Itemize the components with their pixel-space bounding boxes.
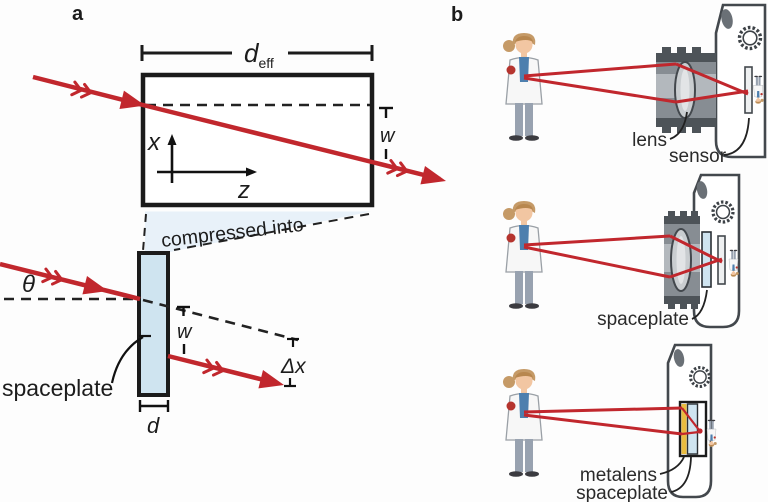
panel-b: b: [451, 3, 767, 502]
axis-x-label: x: [147, 129, 161, 156]
metalens-pointer: [659, 456, 685, 475]
spaceplate-b-label: spaceplate: [597, 309, 689, 330]
spaceplate-c-label: spaceplate: [576, 483, 668, 502]
panel-a-letter: a: [72, 3, 84, 25]
lens-barrel: [664, 211, 700, 309]
viewfinder-icon: [673, 349, 685, 367]
spaceplate-a-label: spaceplate: [2, 375, 113, 401]
dial-gear-icon: [689, 366, 711, 388]
plate-incident-ray: [0, 261, 141, 302]
scene-spaceplate-camera: spaceplate: [502, 173, 741, 330]
coordinate-axes: [157, 134, 257, 183]
d-dimension: [138, 400, 170, 412]
w-bottom-label: w: [177, 321, 193, 343]
double-chevron-icon: [70, 80, 94, 101]
sensor-pointer: [723, 117, 750, 156]
viewfinder-icon: [721, 9, 733, 29]
spaceplate-element: [686, 403, 699, 455]
funnel-left-dash: [142, 213, 147, 252]
deff-dimension: [140, 45, 374, 61]
scene2-rays: [523, 234, 723, 279]
woman-figure: [502, 32, 543, 142]
arrowhead-icon: [82, 275, 111, 301]
scene-metalens-camera: metalens spaceplate: [502, 343, 717, 502]
woman-figure: [502, 200, 543, 310]
compression-funnel: [145, 211, 371, 252]
axis-z-label: z: [237, 177, 250, 204]
d-label: d: [147, 413, 160, 438]
spaceplate-b-pointer: [691, 289, 708, 320]
spaceplate-slab: [137, 251, 170, 397]
spaceplate-element: [701, 231, 712, 288]
lens-highlight: [680, 69, 690, 111]
funnel-right-dash: [173, 213, 370, 251]
theta-label: θ: [22, 271, 35, 298]
dial-gear-icon: [711, 200, 735, 224]
delta-x-label: Δx: [280, 355, 307, 378]
lens-label: lens: [632, 130, 667, 151]
lens-barrel: [656, 47, 716, 133]
scene-conventional-camera: lens sensor: [502, 3, 767, 167]
metalens-strip: [681, 404, 687, 454]
undeviated-dashed-line: [142, 298, 299, 342]
scene1-rays: [523, 62, 749, 104]
w-marker-plate: [177, 305, 190, 354]
w-marker-top: [379, 106, 393, 159]
spaceplate-c-pointer: [670, 456, 692, 493]
scene3-rays: [523, 406, 700, 436]
panel-b-letter: b: [451, 4, 463, 26]
x-axis-arrow-icon: [167, 134, 177, 145]
panel-a: a deff compressed into x z: [0, 3, 449, 438]
dial-gear-icon: [737, 25, 763, 51]
double-chevron-icon: [202, 358, 226, 379]
sensor-label: sensor: [669, 146, 727, 167]
focus-spot: [697, 428, 703, 434]
delta-x-marker: [284, 337, 299, 388]
lens-pointer: [669, 111, 688, 140]
w-top-label: w: [380, 125, 396, 147]
woman-figure: [502, 368, 543, 478]
arrowhead-icon: [420, 165, 449, 191]
deff-label: deff: [244, 38, 274, 71]
metalens-label: metalens: [580, 465, 657, 486]
z-axis-arrow-icon: [246, 167, 257, 177]
spaceplate-a-pointer: [110, 336, 144, 384]
free-space-box: [140, 72, 375, 208]
viewfinder-icon: [696, 181, 708, 199]
